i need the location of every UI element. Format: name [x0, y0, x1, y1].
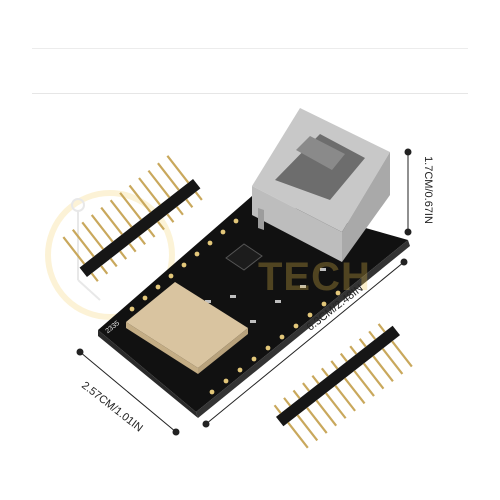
dimension-width-line — [76, 348, 180, 436]
ethernet-chip — [225, 243, 263, 271]
watermark-logo — [45, 190, 175, 320]
watermark-text: TECH — [258, 255, 371, 299]
top-band — [32, 48, 468, 94]
pin-header-left — [62, 155, 203, 282]
wifi-module — [126, 282, 248, 374]
dimension-height-label: 1.7CM/0.67IN — [422, 156, 434, 224]
pin-header-right — [273, 323, 413, 449]
dimension-length-line — [202, 258, 408, 428]
rj45-jack — [252, 108, 390, 262]
dimension-height-line — [404, 148, 412, 236]
